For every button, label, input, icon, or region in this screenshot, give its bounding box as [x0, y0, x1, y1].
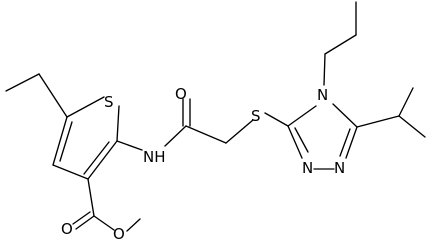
- bond-c4-c5-inner: [59, 121, 73, 162]
- bond-ester-c-o-double-a: [75, 215, 95, 230]
- atom-n4-triazole: N: [317, 86, 328, 104]
- bond-c5-n1-inner: [339, 128, 351, 157]
- bond-ester-c-o-double-b: [72, 211, 91, 225]
- bond-c5-s: [66, 96, 105, 118]
- bond-s-c2: [116, 105, 120, 142]
- bond-c3-c4: [52, 164, 89, 180]
- bond-n2-c3: [287, 125, 303, 159]
- bond-s-c3-triazole: [264, 112, 289, 127]
- bond-c5-n1: [345, 126, 358, 159]
- bond-ester-o-methyl: [126, 218, 141, 232]
- atom-o-ester-ether: O: [113, 225, 125, 243]
- bond-c2-nh: [116, 140, 143, 151]
- atom-nh-amide: NH: [143, 148, 166, 166]
- atom-s-thioether: S: [251, 107, 261, 125]
- bond-carbonyl-c-ch2: [185, 125, 227, 144]
- bond-c2-c3-inner: [83, 141, 110, 175]
- atom-s-thiophene: S: [104, 93, 114, 111]
- bond-ethyl-ch2-c5: [38, 73, 68, 118]
- atom-o-ester-carbonyl: O: [61, 220, 73, 238]
- atom-n1-triazole: N: [334, 159, 345, 177]
- bond-c2-c3: [87, 140, 118, 180]
- bond-n4-c5: [332, 103, 358, 128]
- bond-n2-c3-inner: [294, 127, 309, 153]
- bond-c5-isopropyl-ch: [356, 115, 400, 128]
- bond-propyl-c1-c2: [324, 34, 357, 55]
- bond-nh-carbonyl-c: [164, 125, 187, 147]
- bond-isopropyl-ch-me1: [398, 87, 414, 117]
- bond-isopropyl-ch-me2: [398, 115, 426, 138]
- bond-ch2-s: [225, 119, 254, 144]
- bond-c4-c5: [52, 116, 68, 166]
- bond-n4-propyl-c1: [323, 53, 326, 86]
- atom-o-amide: O: [175, 85, 187, 103]
- bond-c3-n4: [287, 105, 317, 127]
- bond-c3-ester-c: [87, 178, 95, 217]
- bond-ester-c-o-single: [93, 215, 115, 231]
- atom-n2-triazole: N: [302, 159, 313, 177]
- bond-ethyl-ch3-ch2: [5, 73, 40, 92]
